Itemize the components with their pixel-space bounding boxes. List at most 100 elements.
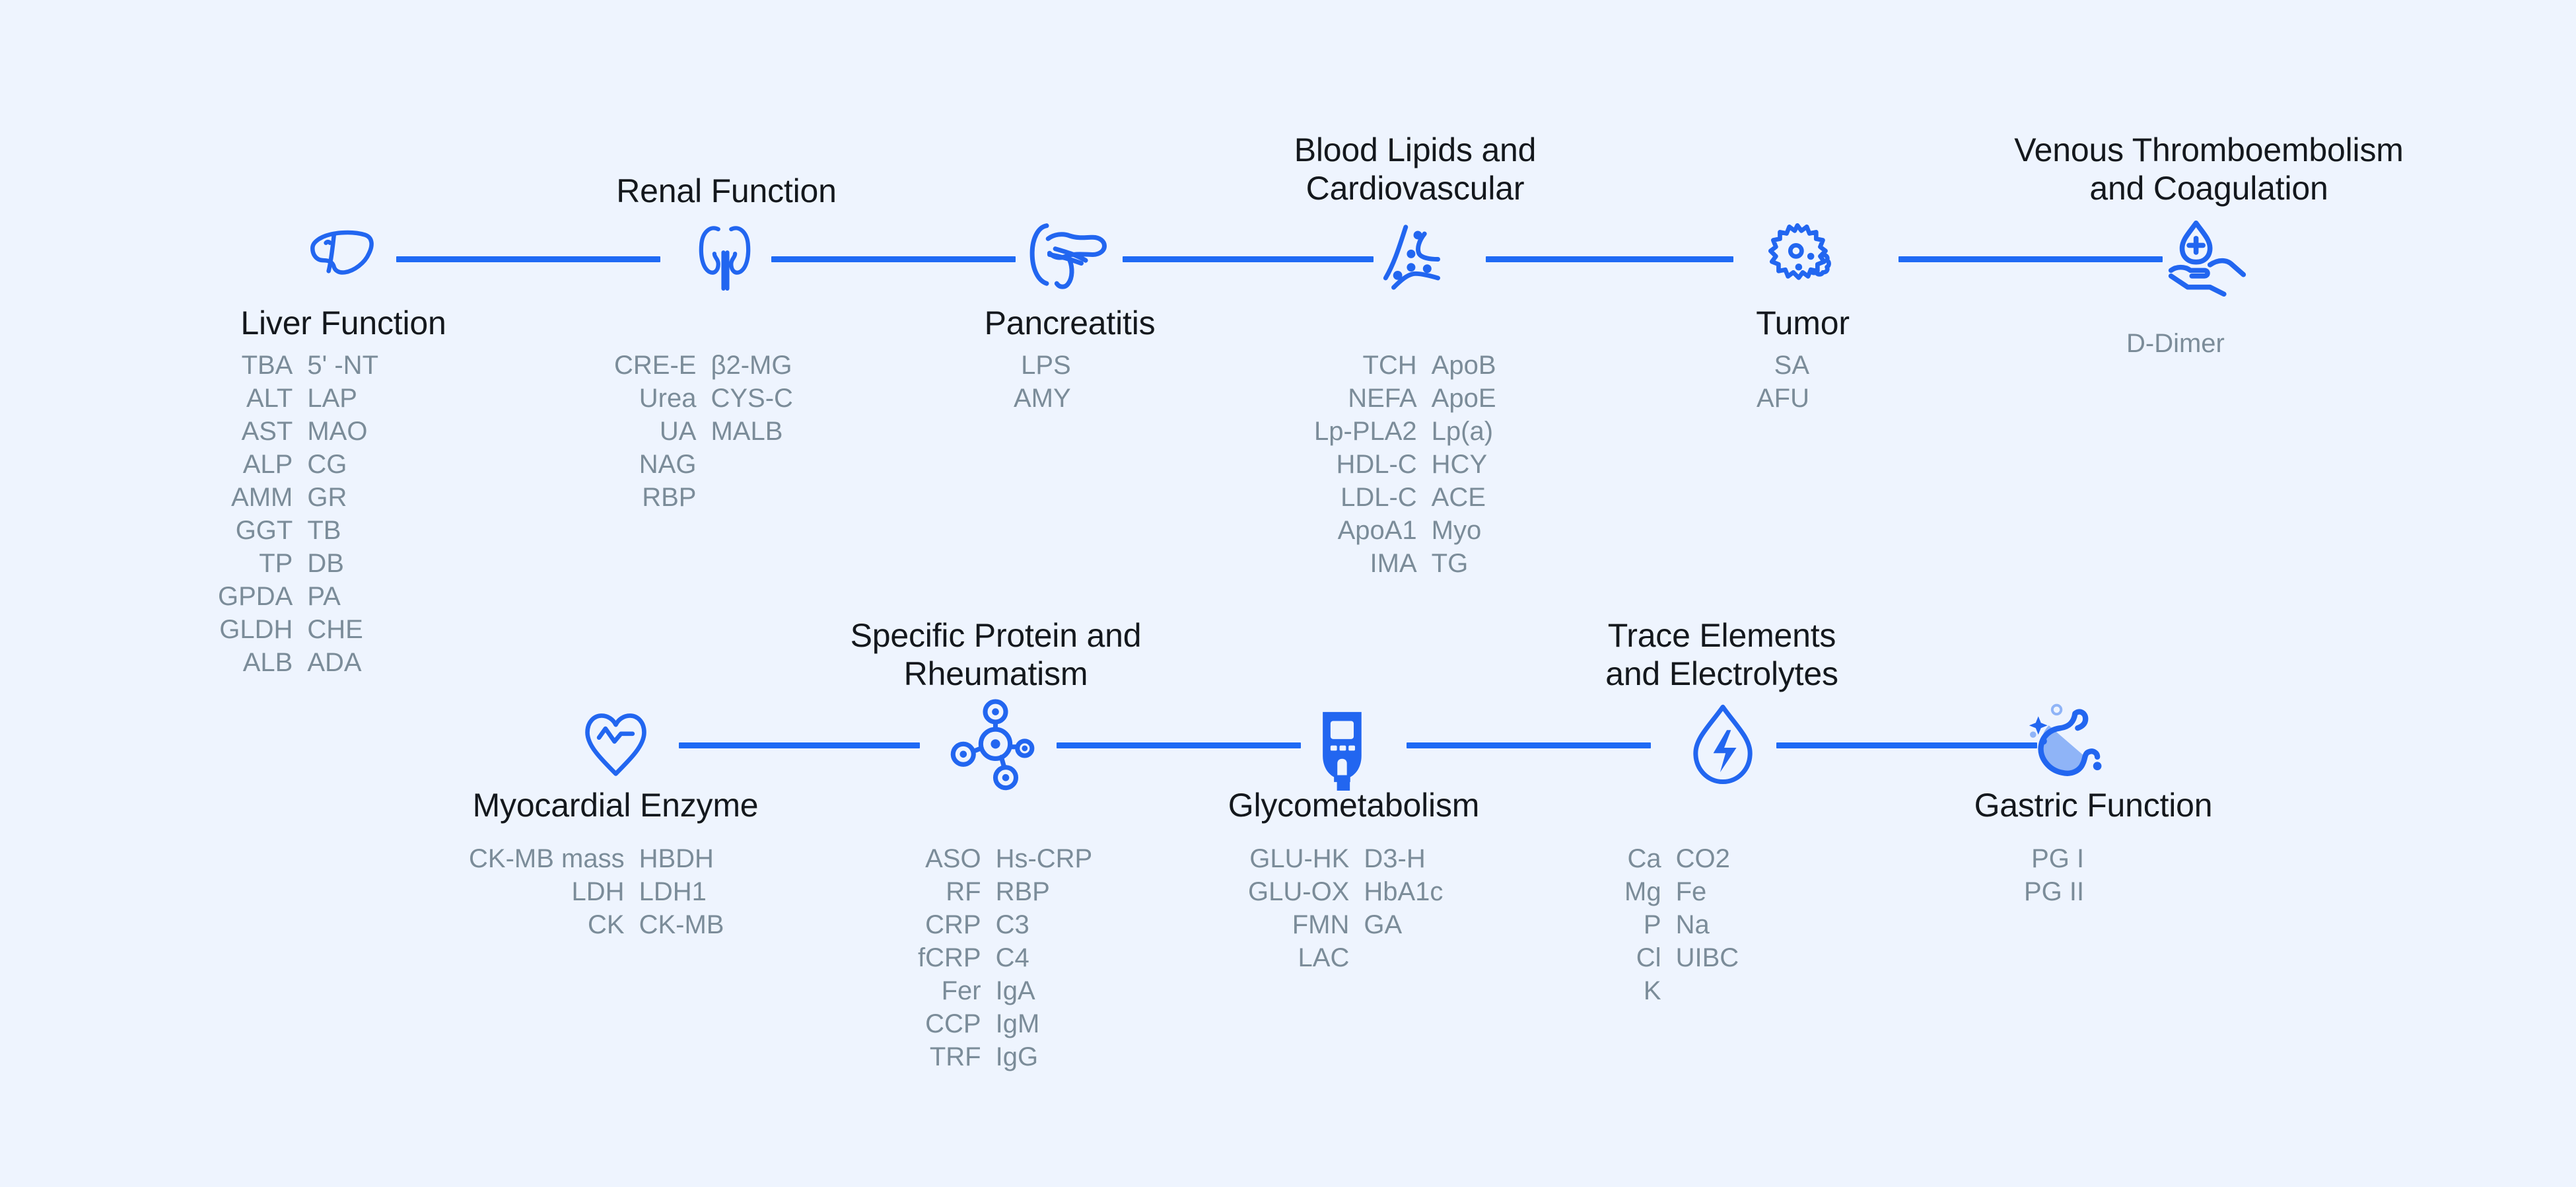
item-label: ALB (242, 648, 293, 677)
item-label: CHE (307, 615, 363, 644)
item-label: fCRP (918, 943, 981, 972)
heart-pulse-icon (574, 701, 657, 784)
item-label: CO2 (1675, 844, 1730, 873)
item-label: MAO (307, 417, 368, 446)
connector-renal-to-pancreatitis (771, 256, 1016, 262)
item-label: ACE (1431, 483, 1486, 512)
node-title-trace-elements-and-electrolytes: Trace Elements and Electrolytes (1605, 617, 1838, 692)
node-title-venous-thromboembolism-and-coagulation: Venous Thromboembolism and Coagulation (2014, 131, 2404, 207)
item-label: TBA (241, 351, 293, 380)
item-label: D3-H (1364, 844, 1426, 873)
item-label: CYS-C (711, 384, 793, 413)
item-label: TCH (1362, 351, 1417, 380)
item-label: AMM (231, 483, 293, 512)
node-title-glycometabolism: Glycometabolism (1228, 787, 1480, 824)
item-label: GA (1364, 910, 1403, 939)
item-label: TP (259, 549, 293, 578)
item-label: Mg (1624, 877, 1661, 906)
item-label: SA (1774, 351, 1809, 380)
item-label: Lp-PLA2 (1314, 417, 1417, 446)
connector-tumor-to-vte (1898, 256, 2163, 262)
items-column-left: D-Dimer (2126, 327, 2225, 360)
item-label: 5' -NT (307, 351, 378, 380)
item-label: LPS (1021, 351, 1071, 380)
connector-lipids-to-tumor (1486, 256, 1733, 262)
item-label: CK-MB (639, 910, 724, 939)
item-label: PG II (2024, 877, 2085, 906)
item-label: RBP (642, 483, 697, 512)
items-column-left: SA AFU (1757, 349, 1809, 415)
item-label: NEFA (1348, 384, 1417, 413)
item-label: TB (307, 516, 341, 545)
node-title-pancreatitis: Pancreatitis (984, 305, 1156, 342)
item-label: K (1643, 976, 1661, 1005)
item-label: LDH (571, 877, 625, 906)
connector-liver-to-renal (396, 256, 660, 262)
item-label: FMN (1292, 910, 1350, 939)
item-label: HDL-C (1336, 450, 1417, 479)
item-label: β2-MG (711, 351, 792, 380)
item-label: MALB (711, 417, 783, 446)
item-label: DB (307, 549, 344, 578)
item-label: CRE-E (614, 351, 697, 380)
item-label: GLU-HK (1249, 844, 1350, 873)
item-label: GR (307, 483, 347, 512)
item-label: PG I (2031, 844, 2085, 873)
items-column-left: GLU-HK GLU-OX FMN LAC (1248, 842, 1349, 974)
item-label: HbA1c (1364, 877, 1444, 906)
item-label: Cl (1636, 943, 1661, 972)
item-label: C4 (995, 943, 1029, 972)
item-label: LAC (1298, 943, 1350, 972)
item-label: LAP (307, 384, 357, 413)
items-gastric-function: PG I PG II (2024, 842, 2099, 908)
item-label: ApoE (1431, 384, 1496, 413)
item-label: NAG (639, 450, 697, 479)
node-title-myocardial-enzyme: Myocardial Enzyme (472, 787, 759, 824)
item-label: UA (659, 417, 697, 446)
connector-myocardial-to-protein (679, 742, 920, 748)
node-title-tumor: Tumor (1756, 305, 1850, 342)
item-label: CCP (925, 1009, 981, 1038)
item-label: LDL-C (1340, 483, 1417, 512)
node-title-gastric-function: Gastric Function (1974, 787, 2213, 824)
item-label: LDH1 (639, 877, 707, 906)
item-label: CK (588, 910, 625, 939)
tumor-cell-icon (1760, 215, 1846, 301)
item-label: RBP (995, 877, 1050, 906)
item-label: C3 (995, 910, 1029, 939)
molecule-icon (944, 698, 1047, 793)
item-label: AFU (1757, 384, 1809, 413)
item-label: ALT (246, 384, 293, 413)
node-title-blood-lipids-and-cardiovascular: Blood Lipids and Cardiovascular (1294, 131, 1537, 207)
glucose-meter-icon (1300, 703, 1382, 793)
item-label: GGT (235, 516, 293, 545)
item-label: GPDA (218, 582, 293, 611)
item-label: Na (1675, 910, 1710, 939)
connector-glyco-to-trace (1407, 742, 1651, 748)
pancreas-icon (1017, 213, 1123, 305)
item-label: PA (307, 582, 341, 611)
item-label: Hs-CRP (995, 844, 1093, 873)
node-title-liver-function: Liver Function (240, 305, 446, 342)
item-label: TRF (929, 1042, 981, 1071)
connector-pancreatitis-to-lipids (1123, 256, 1374, 262)
item-label: IgM (995, 1009, 1040, 1038)
items-venous-thromboembolism-and-coagulation: D-Dimer (2126, 327, 2239, 360)
item-label: Myo (1431, 516, 1482, 545)
item-label: D-Dimer (2126, 329, 2225, 358)
item-label: GLU-OX (1248, 877, 1350, 906)
